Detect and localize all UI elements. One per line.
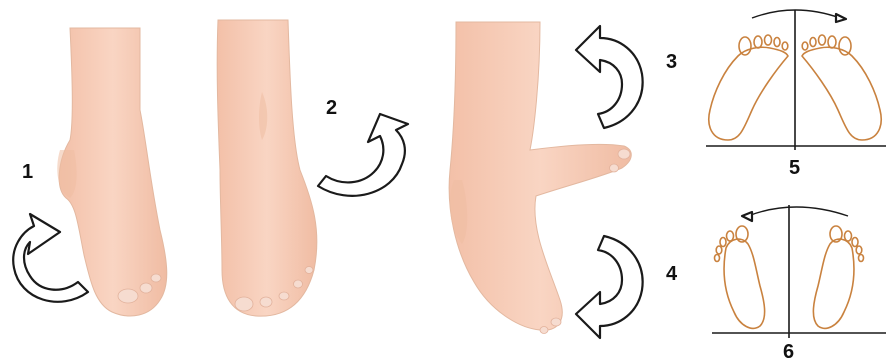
curved-arrow-icon-1 bbox=[13, 214, 88, 302]
curved-arrow-icon-3 bbox=[576, 26, 643, 128]
sole-pair-diagram-5 bbox=[706, 10, 886, 150]
foot-illustration-3 bbox=[448, 18, 631, 334]
foot-illustration-2 bbox=[210, 18, 317, 316]
sole-pair-diagram-6 bbox=[712, 205, 886, 338]
label-3: 3 bbox=[666, 51, 677, 73]
label-5: 5 bbox=[789, 157, 800, 179]
curved-arrow-icon-4 bbox=[576, 236, 643, 338]
foot-illustration-1 bbox=[57, 26, 167, 316]
curved-arrow-icon-2 bbox=[318, 114, 408, 196]
label-1: 1 bbox=[22, 161, 33, 183]
label-6: 6 bbox=[783, 341, 794, 363]
label-4: 4 bbox=[666, 263, 678, 285]
label-2: 2 bbox=[326, 97, 337, 119]
